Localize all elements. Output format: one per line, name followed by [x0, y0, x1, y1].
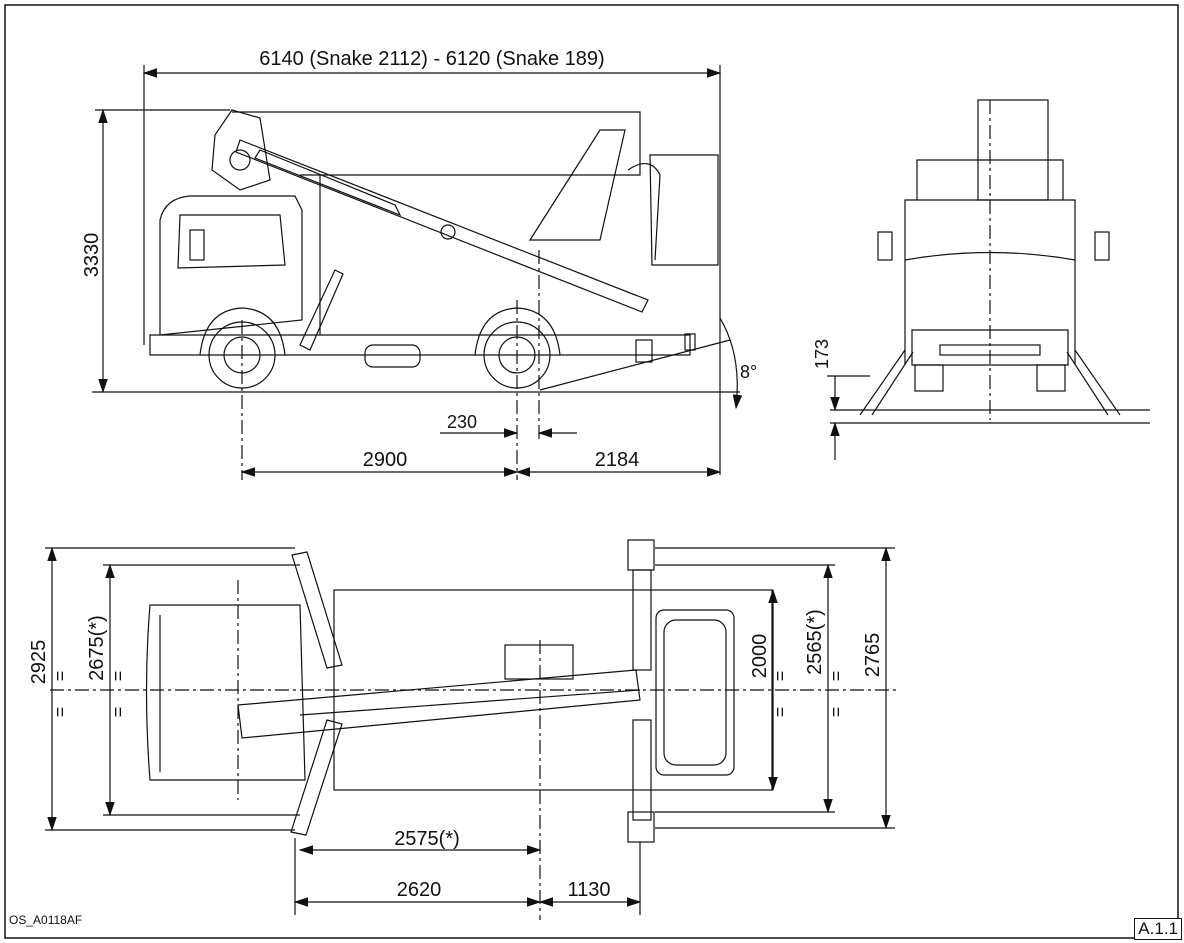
- label-rear-overhang: 2184: [595, 449, 640, 471]
- equal-mark: =: [826, 671, 846, 682]
- label-outrigger-width: 2925: [28, 640, 50, 685]
- drawing-code: OS_A0118AF: [9, 913, 83, 927]
- equal-mark: =: [50, 707, 70, 718]
- side-view: [92, 65, 743, 480]
- label-outrigger-spacing-star: 2575(*): [394, 828, 460, 850]
- label-body-width: 2000: [749, 634, 771, 679]
- equal-mark: =: [108, 707, 128, 718]
- equal-mark: =: [108, 671, 128, 682]
- label-offset: 230: [447, 412, 477, 432]
- equal-mark: =: [826, 707, 846, 718]
- equal-mark: =: [50, 671, 70, 682]
- basket: [649, 154, 719, 266]
- label-rear-to-outrigger: 1130: [567, 879, 610, 901]
- label-overall-length: 6140 (Snake 2112) - 6120 (Snake 189): [259, 48, 604, 70]
- equal-mark: =: [770, 707, 790, 718]
- top-view: [45, 539, 900, 920]
- cab-outline: [159, 195, 303, 336]
- frame-border: [4, 4, 1179, 939]
- label-outrigger-width-star: 2675(*): [86, 615, 108, 681]
- sheet-reference: A.1.1: [1134, 918, 1182, 940]
- label-angle: 8°: [740, 362, 757, 382]
- label-rear-outrigger: 2765: [862, 633, 884, 678]
- label-ground-clearance: 173: [812, 339, 832, 369]
- label-rear-outrigger-star: 2565(*): [804, 609, 826, 675]
- label-height: 3330: [81, 233, 103, 278]
- label-wheelbase: 2900: [363, 449, 408, 471]
- boom: [235, 139, 649, 313]
- front-view: [827, 99, 1150, 460]
- label-outrigger-spacing: 2620: [397, 879, 442, 901]
- equal-mark: =: [770, 671, 790, 682]
